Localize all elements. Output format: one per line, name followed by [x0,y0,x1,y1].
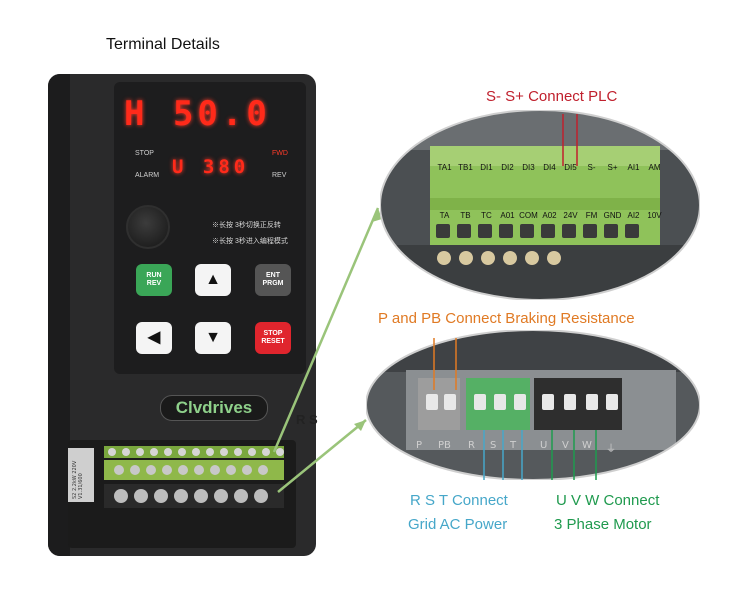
callout-line-power [277,419,367,493]
terminal-label: A02 [542,211,557,220]
terminal-label-s: S [490,440,497,451]
terminal-label-u: U [540,440,548,451]
stop-indicator-label: STOP [135,150,154,157]
page-title: Terminal Details [106,36,220,53]
terminal-label: AI1 [627,163,640,172]
down-arrow-icon: ▼ [205,329,221,346]
terminal-label: TA1 [437,163,452,172]
ent-label: ENT [266,272,280,279]
prgm-label: PRGM [262,280,284,287]
terminal-label: AI2 [627,211,640,220]
terminal-label: A01 [500,211,515,220]
stop-label: STOP [263,330,283,337]
drive-screws-top [108,448,284,456]
terminal-label: DI2 [501,163,514,172]
plc-callout-label: S- S+ Connect PLC [486,88,618,105]
braking-callout-label: P and PB Connect Braking Resistance [378,310,635,327]
terminal-label: GND [603,211,622,220]
up-arrow-button[interactable]: ▲ [195,264,231,296]
terminal-label: DI5 [564,163,577,172]
drive-screws-bottom [114,489,268,503]
terminal-label: 10V [647,211,662,220]
rev-indicator-label: REV [272,172,287,179]
terminal-label-pb: PB [438,440,451,451]
terminal-label: TB [460,211,471,220]
terminal-label: AM [648,163,661,172]
terminal-label-v: V [562,440,569,451]
control-labels-bottom: TA TB TC A01 COM A02 24V FM GND AI2 10V [434,211,665,220]
brand-logo: Clvdrives [160,395,268,421]
run-label: RUN [146,272,162,279]
uvw-callout-line2: 3 Phase Motor [554,516,652,533]
left-arrow-icon: ◀ [147,329,161,346]
fwd-indicator-label: FWD [272,150,288,157]
drive-screws-mid [114,465,268,475]
hint-run-rev: ※长按 3秒切换正反转 [212,220,281,230]
terminal-label-w: W [582,440,592,451]
up-arrow-icon: ▲ [205,271,221,288]
control-terminal-zoom [380,110,700,300]
alarm-indicator-label: ALARM [135,172,160,179]
terminal-label-s-plus: S+ [607,163,618,172]
secondary-led-display: U 380 [172,156,250,178]
terminal-label: DI3 [522,163,535,172]
rst-callout-line1: R S T Connect [410,492,508,509]
uvw-callout-line1: U V W Connect [556,492,660,509]
rs-label: R S [296,412,318,427]
terminal-label-t: T [510,440,517,451]
hint-ent-prgm: ※长按 3秒进入编程模式 [212,236,288,246]
rst-callout-line2: Grid AC Power [408,516,508,533]
terminal-label-p: P [416,440,423,451]
hint-text-1: ※长按 3秒切换正反转 [212,222,281,229]
reset-label: RESET [261,338,285,345]
rev-label: REV [146,280,162,287]
callout-arrow-power [354,420,366,431]
terminal-label: TC [481,211,492,220]
speed-knob[interactable] [126,205,170,249]
stop-reset-button[interactable]: STOP RESET [255,322,291,354]
terminal-label-r: R [468,440,475,451]
terminal-label: COM [519,211,538,220]
terminal-label: 24V [563,211,578,220]
rating-sticker [68,448,94,502]
control-labels-top: TA1 TB1 DI1 DI2 DI3 DI4 DI5 S- S+ AI1 AM [434,163,665,172]
terminal-label: TB1 [458,163,473,172]
terminal-label: FM [585,211,598,220]
control-screw-heads [437,251,561,265]
ground-icon: ⏚ [606,444,616,455]
ent-prgm-button[interactable]: ENT PRGM [255,264,291,296]
callout-line-control [272,207,380,453]
hint-text-2: ※长按 3秒进入编程模式 [212,238,288,245]
callout-arrow-control [372,208,382,222]
power-terminal-zoom [366,330,700,480]
terminal-label-s-minus: S- [587,163,596,172]
down-arrow-button[interactable]: ▼ [195,322,231,354]
control-screw-row [436,224,639,238]
left-arrow-button[interactable]: ◀ [136,322,172,354]
terminal-label: DI1 [480,163,493,172]
terminal-label: DI4 [543,163,556,172]
drive-side-edge [48,74,70,556]
main-led-display: H 50.0 [124,94,271,134]
run-rev-button[interactable]: RUN REV [136,264,172,296]
terminal-label: TA [439,211,450,220]
